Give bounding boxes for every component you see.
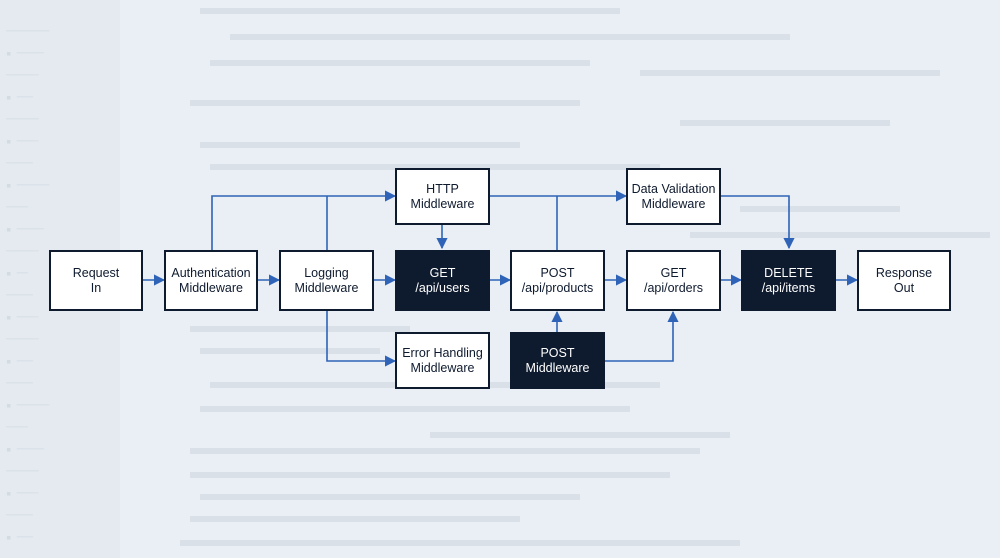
svg-text:─────: ───── bbox=[5, 379, 34, 389]
svg-text:────────: ──────── bbox=[5, 27, 50, 37]
svg-text:──────: ────── bbox=[5, 71, 39, 81]
svg-text:▪ ─────: ▪ ───── bbox=[6, 445, 45, 455]
svg-text:──────: ────── bbox=[5, 247, 39, 257]
svg-text:▪ ───: ▪ ─── bbox=[6, 533, 34, 543]
svg-text:────: ──── bbox=[5, 423, 28, 433]
svg-text:──────: ────── bbox=[5, 115, 39, 125]
svg-text:▪ ──────: ▪ ────── bbox=[6, 181, 50, 191]
svg-text:▪ ────: ▪ ──── bbox=[6, 137, 39, 147]
svg-text:──────: ────── bbox=[5, 467, 39, 477]
node-logging-middleware: Logging Middleware bbox=[279, 250, 374, 311]
edge-post-mw-to-get-orders bbox=[605, 310, 679, 362]
svg-text:─────: ───── bbox=[5, 291, 34, 301]
svg-text:▪ ────: ▪ ──── bbox=[6, 313, 39, 323]
node-get-api-orders: GET /api/orders bbox=[626, 250, 721, 311]
node-post-middleware: POST Middleware bbox=[510, 332, 605, 389]
svg-text:─────: ───── bbox=[5, 511, 34, 521]
svg-text:▪ ───: ▪ ─── bbox=[6, 93, 34, 103]
node-error-handling-middleware: Error Handling Middleware bbox=[395, 332, 490, 389]
svg-text:▪ ─────: ▪ ───── bbox=[6, 49, 45, 59]
node-response-out: Response Out bbox=[857, 250, 951, 311]
node-request-in: Request In bbox=[49, 250, 143, 311]
node-authentication-middleware: Authentication Middleware bbox=[164, 250, 258, 311]
edge-data-validation-to-delete bbox=[721, 195, 795, 250]
svg-text:▪ ───: ▪ ─── bbox=[6, 357, 34, 367]
svg-text:▪ ─────: ▪ ───── bbox=[6, 225, 45, 235]
svg-text:──────: ────── bbox=[5, 335, 39, 345]
node-post-api-products: POST /api/products bbox=[510, 250, 605, 311]
svg-text:▪ ──: ▪ ── bbox=[6, 269, 28, 279]
node-delete-api-items: DELETE /api/items bbox=[741, 250, 836, 311]
svg-text:─────: ───── bbox=[5, 159, 34, 169]
svg-text:▪ ────: ▪ ──── bbox=[6, 489, 39, 499]
edge-logging-to-error-handling bbox=[326, 311, 397, 367]
node-data-validation-middleware: Data Validation Middleware bbox=[626, 168, 721, 225]
svg-text:────: ──── bbox=[5, 203, 28, 213]
edge-auth-to-http bbox=[211, 190, 397, 250]
svg-text:▪ ──────: ▪ ────── bbox=[6, 401, 50, 411]
node-http-middleware: HTTP Middleware bbox=[395, 168, 490, 225]
node-get-api-users: GET /api/users bbox=[395, 250, 490, 311]
